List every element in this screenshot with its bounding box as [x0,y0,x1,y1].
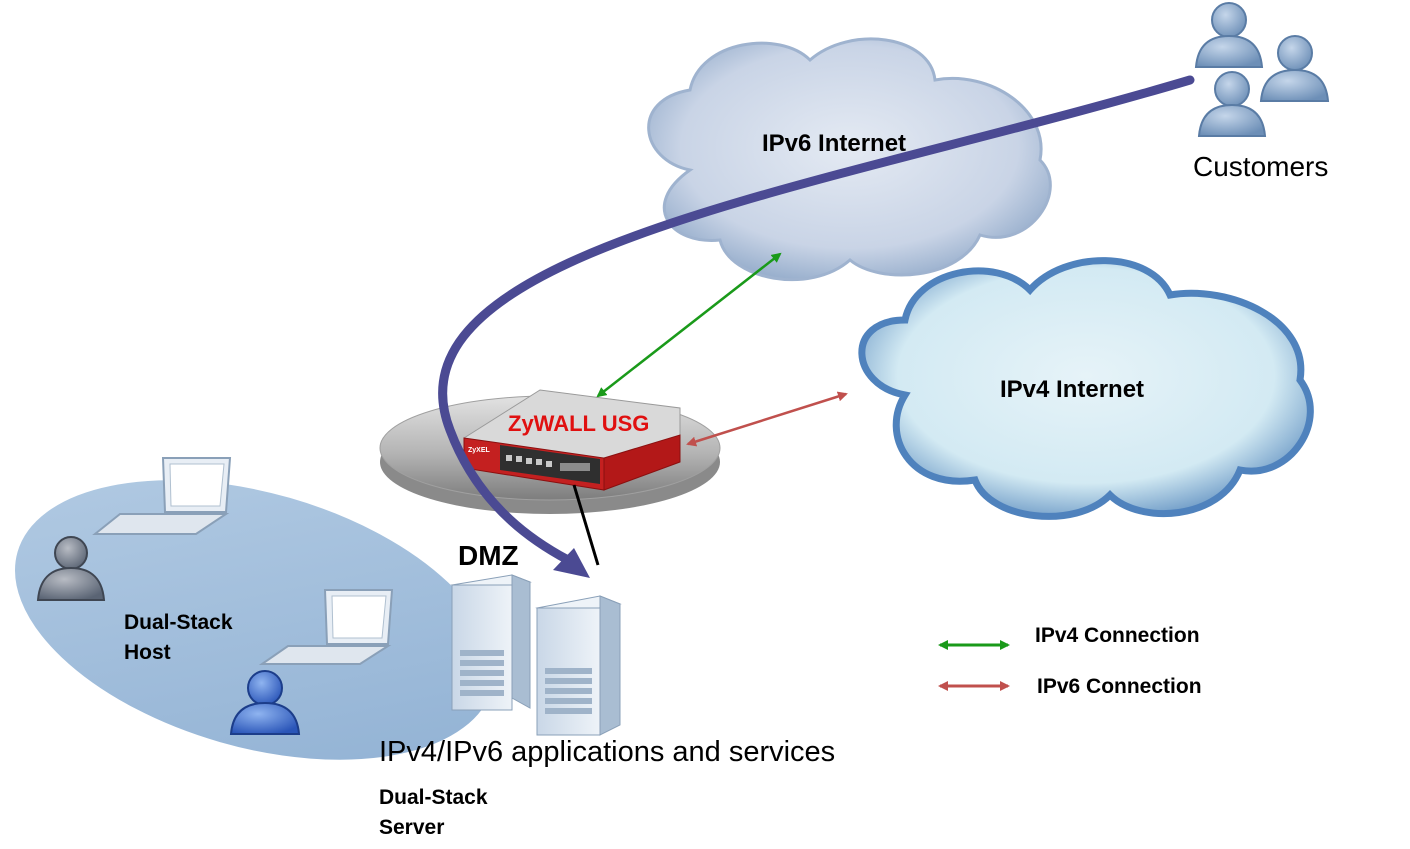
ipv4-internet-label: IPv4 Internet [1000,376,1144,403]
customer-user-icon [1194,2,1264,68]
host-label-line1: Dual-Stack [124,611,233,634]
ipv6-internet-label: IPv6 Internet [762,130,906,157]
laptop-icon [92,457,232,535]
server-icon [450,574,532,711]
host-label-line2: Host [124,641,171,664]
ipv6-internet-cloud [647,37,1052,282]
laptop-icon [258,589,394,665]
server-icon [535,595,622,736]
customer-user-icon [1197,71,1267,137]
customer-user-icon [1259,35,1330,102]
customers-label: Customers [1193,151,1328,182]
server-label-line1: Dual-Stack [379,786,488,809]
user-icon [36,536,106,601]
firewall-device: ZyXEL [463,389,681,491]
ipv4-connection-arrow [596,252,782,398]
dmz-cable [572,484,600,566]
dmz-label: DMZ [458,540,519,571]
ipv4-internet-cloud [858,257,1314,520]
legend-ipv4-label: IPv4 Connection [1035,624,1200,647]
legend-ipv6-label: IPv6 Connection [1037,675,1202,698]
ipv6-connection-arrow [686,391,848,447]
server-label-line2: Server [379,816,444,839]
device-label: ZyWALL USG [508,411,649,436]
customer-flow-path [438,75,1195,578]
device-brand-label: ZyXEL [468,447,491,454]
services-label: IPv4/IPv6 applications and services [379,736,835,768]
user-icon [229,670,301,735]
